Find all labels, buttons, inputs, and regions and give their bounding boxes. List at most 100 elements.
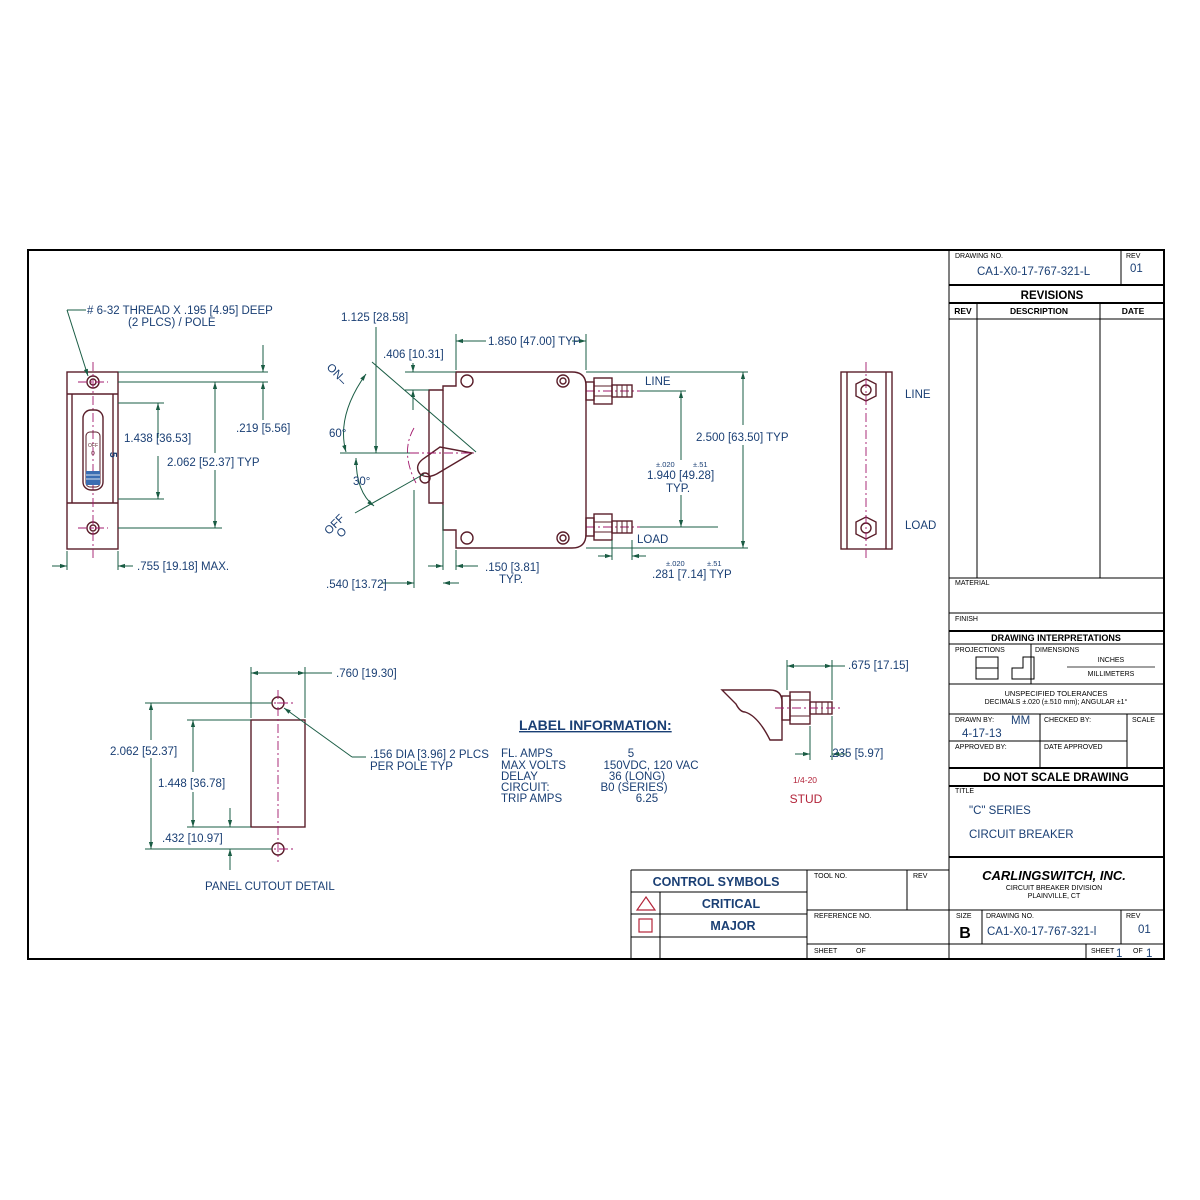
- dim-406: .406 [10.31]: [383, 349, 444, 361]
- tolerances-line-2: DECIMALS ±.020 (±.510 mm); ANGULAR ±1°: [985, 698, 1128, 706]
- dim-219: .219 [5.56]: [236, 423, 290, 435]
- title-block: DRAWING NO. CA1-X0-17-767-321-L REV 01 R…: [948, 250, 1165, 960]
- control-symbols-block: CONTROL SYMBOLS CRITICAL MAJOR TOOL NO. …: [630, 869, 949, 959]
- tol-020-b: ±.020: [666, 559, 685, 568]
- hole-note-2: PER POLE TYP: [370, 761, 453, 773]
- drawing-number: CA1-X0-17-767-321-L: [977, 266, 1091, 278]
- of-label-2: OF: [856, 948, 866, 955]
- dim-1850: 1.850 [47.00] TYP: [488, 336, 581, 348]
- rev-value-2: 01: [1138, 924, 1151, 936]
- control-symbols-heading: CONTROL SYMBOLS: [653, 875, 780, 889]
- dim-1125: 1.125 [28.58]: [341, 312, 408, 324]
- handle-icon: OFF O: [82, 409, 104, 491]
- label-row-key-3: DELAY: [501, 771, 538, 783]
- rev-label-2: REV: [1126, 913, 1141, 920]
- thread-note-1: # 6-32 THREAD X .195 [4.95] DEEP: [87, 305, 273, 317]
- of-label: OF: [1133, 948, 1143, 955]
- sheet-border: [27, 249, 1165, 960]
- tolerances-line-1: UNSPECIFIED TOLERANCES: [1004, 689, 1107, 698]
- sheet-label: SHEET: [1091, 948, 1115, 955]
- label-row-key-1: FL. AMPS: [501, 748, 553, 760]
- side-view: LINE LOAD 60° 30° ON – OFF O 1.125 [28.5…: [323, 312, 789, 591]
- sheet-label-2: SHEET: [814, 948, 838, 955]
- label-info-heading: LABEL INFORMATION:: [519, 717, 672, 733]
- panel-cutout-caption: PANEL CUTOUT DETAIL: [205, 881, 335, 893]
- approved-by-label: APPROVED BY:: [955, 744, 1007, 751]
- dim-2500: 2.500 [63.50] TYP: [696, 432, 789, 444]
- dim-1940: 1.940 [49.28]: [647, 470, 714, 482]
- line-terminal-icon: [585, 377, 633, 405]
- checked-by-label: CHECKED BY:: [1044, 717, 1091, 724]
- tool-no-label: TOOL NO.: [814, 873, 847, 880]
- drawing-no-label: DRAWING NO.: [955, 253, 1003, 260]
- label-row-value-3: 36 (LONG): [609, 771, 665, 783]
- dim-281: .281 [7.14] TYP: [652, 569, 732, 581]
- major-square-icon: [638, 918, 653, 933]
- rear-line-label: LINE: [905, 389, 931, 401]
- tool-rev-label: REV: [913, 873, 928, 880]
- side-load-label: LOAD: [637, 534, 668, 546]
- thread-note-2: (2 PLCS) / POLE: [128, 317, 216, 329]
- projections-label: PROJECTIONS: [955, 647, 1005, 654]
- label-row-value-1: 5: [628, 748, 634, 760]
- drawing-number-2: CA1-X0-17-767-321-l: [987, 926, 1096, 938]
- drawn-by-label: DRAWN BY:: [955, 717, 994, 724]
- dim-inches: INCHES: [1098, 657, 1125, 664]
- size-value: B: [959, 925, 971, 942]
- major-label: MAJOR: [710, 919, 755, 933]
- company-logo: CARLINGSWITCH, INC.: [982, 868, 1126, 883]
- finish-label: FINISH: [955, 616, 978, 623]
- revisions-heading: REVISIONS: [1021, 290, 1084, 302]
- tol-51-b: ±.51: [707, 559, 722, 568]
- rating-mark: 5: [107, 452, 118, 458]
- dim-150: .150 [3.81]: [485, 562, 539, 574]
- title-line-2: CIRCUIT BREAKER: [969, 829, 1074, 841]
- handle-o-text: O: [91, 451, 95, 457]
- drawn-date: 4-17-13: [962, 728, 1002, 740]
- dim-432: .432 [10.97]: [162, 833, 223, 845]
- material-label: MATERIAL: [955, 580, 990, 587]
- rev-value: 01: [1130, 263, 1143, 275]
- critical-triangle-icon: [635, 895, 657, 911]
- typ-1940: TYP.: [666, 483, 690, 495]
- load-terminal-icon: [585, 513, 633, 541]
- title-label: TITLE: [955, 788, 974, 795]
- size-label: SIZE: [956, 913, 972, 920]
- label-row-key-4: CIRCUIT:: [501, 782, 550, 794]
- tol-020-a: ±.020: [656, 460, 675, 469]
- dim-760: .760 [19.30]: [336, 668, 397, 680]
- drawn-by-value: MM: [1011, 715, 1030, 727]
- stud-caption: STUD: [790, 792, 823, 806]
- dimensions-label: DIMENSIONS: [1035, 647, 1080, 654]
- side-top-hole-right: [556, 374, 570, 388]
- company-division: CIRCUIT BREAKER DIVISION: [1006, 885, 1102, 892]
- side-line-label: LINE: [645, 376, 671, 388]
- dim-675: .675 [17.15]: [848, 660, 909, 672]
- rev-col-header: REV: [954, 306, 972, 316]
- dim-millimeters: MILLIMETERS: [1088, 671, 1135, 678]
- date-col-header: DATE: [1122, 306, 1145, 316]
- handle-off-text: OFF: [88, 443, 98, 449]
- label-row-value-2: 150VDC, 120 VAC: [603, 760, 698, 772]
- scale-label: SCALE: [1132, 717, 1155, 724]
- dim-540: .540 [13.72]: [326, 579, 387, 591]
- projection-symbol-icon: [975, 656, 1035, 680]
- panel-cutout: .760 [19.30] 2.062 [52.37] 1.448 [36.78]…: [110, 667, 489, 893]
- do-not-scale: DO NOT SCALE DRAWING: [983, 772, 1129, 784]
- rev-label: REV: [1126, 253, 1141, 260]
- angle-60: 60°: [329, 428, 346, 440]
- dim-1448: 1.448 [36.78]: [158, 778, 225, 790]
- front-width-dim: .755 [19.18] MAX.: [137, 561, 229, 573]
- dim-2062: 2.062 [52.37] TYP: [167, 457, 260, 469]
- sheet-total: 1: [1146, 948, 1152, 960]
- label-row-value-4: B0 (SERIES): [600, 782, 667, 794]
- critical-label: CRITICAL: [702, 897, 761, 911]
- date-approved-label: DATE APPROVED: [1044, 744, 1103, 751]
- stud-thread: 1/4-20: [793, 775, 817, 785]
- rear-view: LINE LOAD: [840, 362, 936, 560]
- dim-235: .235 [5.97]: [829, 748, 883, 760]
- label-row-key-5: TRIP AMPS: [501, 793, 562, 805]
- side-top-hole: [460, 374, 474, 388]
- interpretations-heading: DRAWING INTERPRETATIONS: [991, 633, 1121, 643]
